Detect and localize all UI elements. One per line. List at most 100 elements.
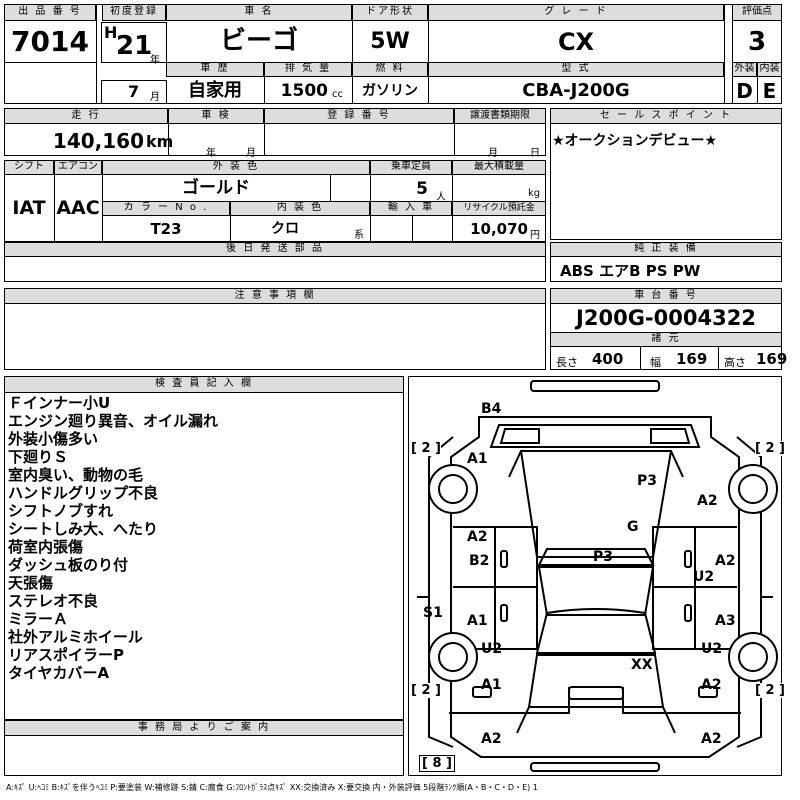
displacement-label: 排 気 量 xyxy=(264,62,352,77)
tire-depth: [ 2 ] xyxy=(411,441,441,456)
recycle-fee: 10,070 xyxy=(470,220,528,238)
reg-month-box: 7 月 xyxy=(101,80,167,104)
remark-line: 外装小傷多い xyxy=(8,430,99,448)
damage-label: A3 xyxy=(715,613,736,629)
registration-label: 登 録 番 号 xyxy=(264,108,454,124)
model-label: 型 式 xyxy=(428,62,724,77)
history-label: 車 歴 xyxy=(166,62,264,77)
exterior-label: 外装 xyxy=(732,62,757,77)
ac-label: エアコン xyxy=(54,160,102,175)
shift: IAT xyxy=(12,197,46,219)
remark-line: ハンドルグリップ不良 xyxy=(8,484,159,502)
color-no-label: カ ラ ー N o . xyxy=(102,201,230,216)
sales-point-box xyxy=(550,108,782,240)
first-reg-label: 初度登録 xyxy=(102,4,166,21)
damage-label: A2 xyxy=(467,529,488,545)
damage-label: G xyxy=(627,519,639,535)
remark-line: 荷室内張傷 xyxy=(8,538,84,556)
lot-number: 7014 xyxy=(11,25,89,58)
equipment: ABS エアB PS PW xyxy=(560,262,701,280)
door-label: ドア形状 xyxy=(352,4,428,21)
remark-line: 下廻りＳ xyxy=(8,448,69,466)
int-color-label: 内 装 色 xyxy=(230,201,370,216)
remark-line: シフトノブすれ xyxy=(8,502,114,520)
chassis-number: J200G-0004322 xyxy=(576,306,756,330)
damage-label: A2 xyxy=(701,677,722,693)
recycle-label: リサイクル預託金 xyxy=(452,201,546,216)
interior-color: クロ xyxy=(271,221,299,237)
load-label: 最大積載量 xyxy=(452,160,546,175)
damage-label: A1 xyxy=(467,613,488,629)
air-conditioner: AAC xyxy=(56,197,100,219)
lot-label: 出 品 番 号 xyxy=(4,4,96,21)
sales-point-label: セ ー ル ス ポ イ ン ト xyxy=(550,108,782,124)
tire-depth: [ 2 ] xyxy=(755,441,785,456)
damage-label: A2 xyxy=(701,731,722,747)
reg-year: 21 xyxy=(116,31,153,61)
mileage: 140,160 xyxy=(52,129,144,153)
spare-tire-depth: [ 8 ] xyxy=(419,755,455,772)
fuel-label: 燃 料 xyxy=(352,62,428,77)
tire-depth: [ 2 ] xyxy=(411,683,441,698)
remark-line: ミラーＡ xyxy=(8,610,69,628)
equipment-label: 純 正 装 備 xyxy=(550,242,782,257)
spec-label: 諸 元 xyxy=(550,332,782,347)
remark-line: 社外アルミホイール xyxy=(8,628,143,646)
interior-label: 内装 xyxy=(757,62,782,77)
damage-label: A2 xyxy=(715,553,736,569)
history: 自家用 xyxy=(188,80,242,101)
damage-label: P3 xyxy=(637,473,658,489)
damage-label: U2 xyxy=(481,641,503,657)
damage-label: U2 xyxy=(693,569,715,585)
door-shape: 5W xyxy=(370,29,410,54)
remark-line: 天張傷 xyxy=(8,574,54,592)
chassis-label: 車 台 番 号 xyxy=(550,288,782,304)
import-label: 輸 入 車 xyxy=(370,201,452,216)
era: H xyxy=(104,23,118,42)
score-label: 評価点 xyxy=(732,4,782,21)
remark-line: エンジン廻り異音、オイル漏れ xyxy=(8,412,219,430)
car-name: ビーゴ xyxy=(219,26,298,56)
remark-line: 室内臭い、動物の毛 xyxy=(8,466,144,484)
displacement: 1500 xyxy=(280,81,328,101)
damage-label: B4 xyxy=(481,401,502,417)
fuel: ガソリン xyxy=(362,83,418,99)
mileage-label: 走 行 xyxy=(4,108,168,124)
transfer-label: 譲渡書類期限 xyxy=(454,108,546,124)
sales-point: ★オークションデビュー★ xyxy=(552,133,718,149)
grade: CX xyxy=(557,28,595,56)
damage-label: A2 xyxy=(481,731,502,747)
ext-color-label: 外 装 色 xyxy=(102,160,370,175)
first-reg-box: H 21 年 xyxy=(101,22,167,66)
shift-label: シフト xyxy=(4,160,54,175)
damage-label: S1 xyxy=(423,605,443,621)
later-parts-label: 後 日 発 送 部 品 xyxy=(4,242,546,257)
color-number: T23 xyxy=(150,220,182,238)
inspector-label: 検 査 員 記 入 欄 xyxy=(4,376,404,393)
remark-line: ダッシュ板のり付 xyxy=(8,556,129,574)
exterior-color: ゴールド xyxy=(182,178,250,198)
damage-label: U2 xyxy=(701,641,723,657)
interior-grade: E xyxy=(762,79,777,103)
damage-label: P3 xyxy=(593,549,614,565)
remark-line: タイヤカバーA xyxy=(8,664,110,682)
damage-label: XX xyxy=(631,657,653,673)
car-name-label: 車 名 xyxy=(166,4,352,21)
capacity: 5 xyxy=(416,179,428,199)
damage-diagram: B4 A1 P3 A2 G A2 B2 P3 A2 U2 S1 A1 A3 U2… xyxy=(408,376,785,776)
office-label: 事 務 局 よ り ご 案 内 xyxy=(4,720,404,736)
damage-label: A1 xyxy=(467,451,488,467)
damage-label: A1 xyxy=(481,677,502,693)
exterior-grade: D xyxy=(736,79,753,103)
length: 400 xyxy=(592,350,624,368)
score: 3 xyxy=(747,27,767,57)
grade-label: グ レ ー ド xyxy=(428,4,724,21)
inspection-label: 車 検 xyxy=(168,108,264,124)
capacity-label: 乗車定員 xyxy=(370,160,452,175)
damage-label: A2 xyxy=(697,493,718,509)
car-outline-icon xyxy=(417,380,778,772)
width: 169 xyxy=(676,350,708,368)
model-code: CBA-J200G xyxy=(522,80,630,101)
